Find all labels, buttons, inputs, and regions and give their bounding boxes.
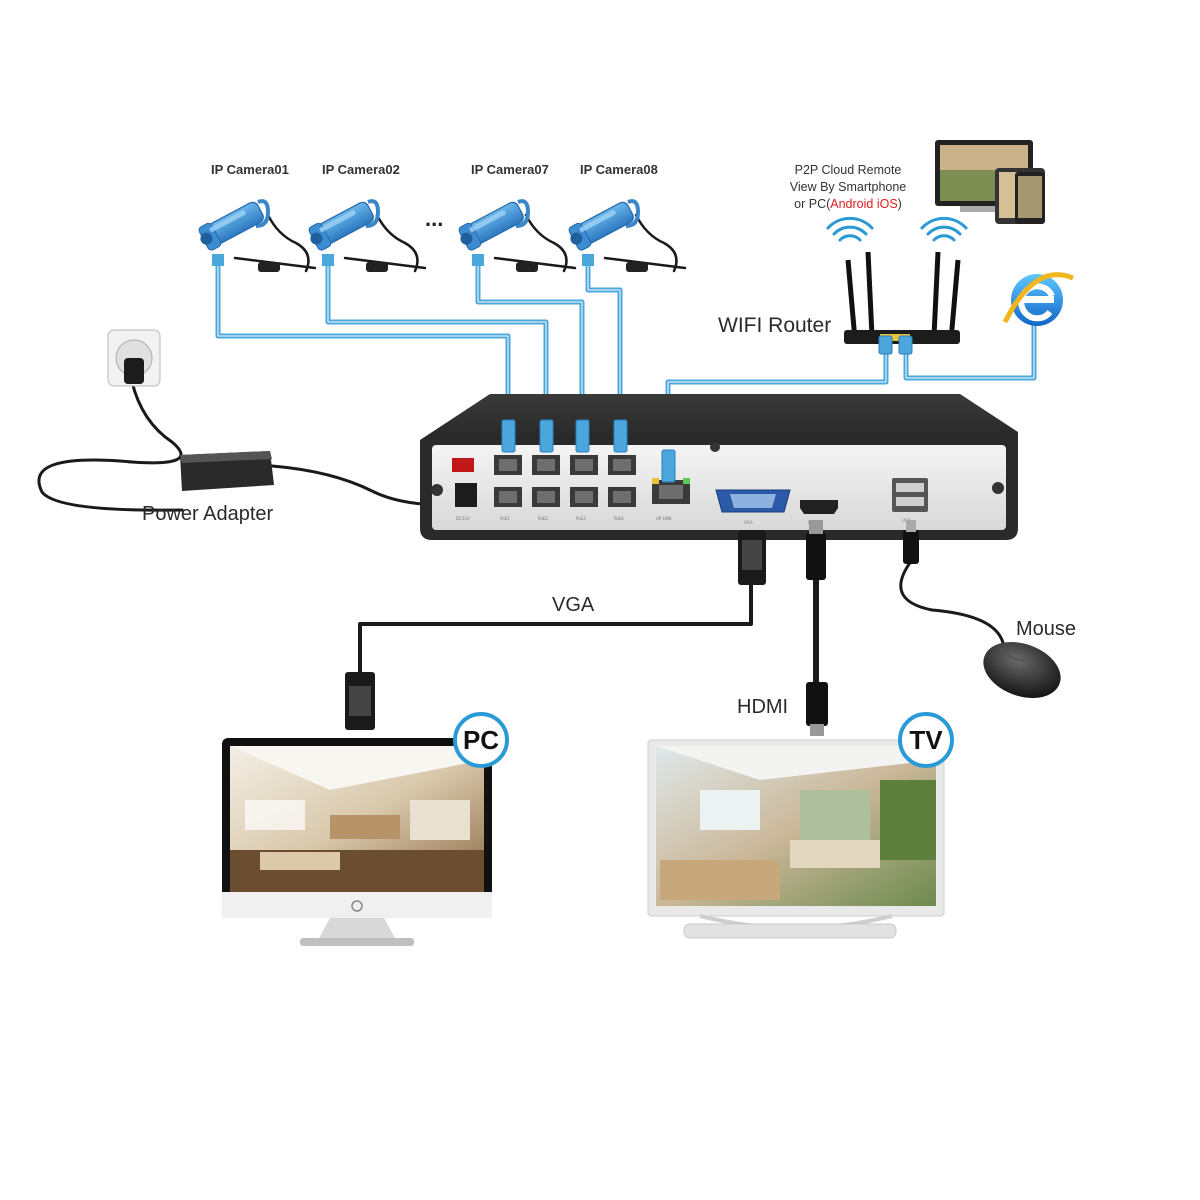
mouse-icon [983, 641, 1061, 699]
mouse-label: Mouse [1016, 618, 1077, 640]
p2p-line3-os: Android iOS [830, 197, 898, 211]
wifi-signal-icon [826, 216, 968, 242]
tv-icon [647, 739, 945, 939]
p2p-remote-label: P2P Cloud Remote View By Smartphone or P… [768, 162, 928, 213]
remote-devices-icon [935, 140, 1045, 224]
ip-camera-07 [452, 196, 530, 255]
camera07-label: IP Camera07 [471, 162, 549, 177]
wifi-router-icon [844, 251, 961, 344]
ip-camera-02 [302, 196, 380, 255]
camera-ellipsis: ... [425, 206, 444, 231]
power-adapter-label: Power Adapter [142, 503, 274, 525]
camera-cables [37, 213, 1037, 689]
p2p-line3-suffix: ) [897, 197, 902, 211]
power-adapter-icon [180, 451, 274, 491]
ip-camera-01 [192, 196, 270, 255]
camera02-label: IP Camera02 [322, 162, 400, 177]
camera02-pigtail [375, 213, 419, 273]
p2p-line3: or PC(Android iOS) [768, 196, 928, 213]
wall-socket-icon [107, 329, 161, 387]
p2p-line2: View By Smartphone [789, 180, 907, 194]
hdmi-label: HDMI [737, 696, 789, 718]
ethernet-cable-internet [903, 317, 1037, 381]
camera-connectors [212, 254, 648, 272]
usb-connector-icon [903, 520, 919, 564]
router-label: WIFI Router [718, 314, 832, 337]
power-cable-socket [37, 380, 184, 512]
camera01-pigtail [266, 213, 310, 273]
tv-badge: TV [898, 712, 954, 768]
vga-cable [358, 583, 753, 682]
vga-connector-icon [345, 530, 766, 730]
svg-text:PoE3: PoE3 [576, 516, 586, 521]
p2p-line1: P2P Cloud Remote [794, 163, 902, 177]
hdmi-connector-icon [806, 520, 828, 736]
camera07-pigtail [524, 213, 568, 273]
camera08-pigtail [634, 213, 678, 273]
ip-camera-08 [562, 196, 640, 255]
camera08-label: IP Camera08 [580, 162, 658, 177]
vga-label: VGA [552, 594, 595, 616]
p2p-line3-prefix: or PC( [794, 197, 831, 211]
svg-text:PoE4: PoE4 [614, 516, 624, 521]
svg-text:UP LINK: UP LINK [656, 516, 672, 521]
camera01-label: IP Camera01 [211, 162, 289, 177]
pc-badge: PC [453, 712, 509, 768]
pc-monitor-icon [222, 738, 492, 946]
internet-explorer-icon [1002, 272, 1074, 326]
svg-text:DC12V: DC12V [456, 516, 470, 521]
svg-text:VGA: VGA [744, 520, 753, 525]
svg-text:PoE2: PoE2 [538, 516, 548, 521]
svg-text:PoE1: PoE1 [500, 516, 510, 521]
ethernet-cable-camera01 [215, 259, 511, 423]
rj45-plugs [501, 335, 913, 483]
